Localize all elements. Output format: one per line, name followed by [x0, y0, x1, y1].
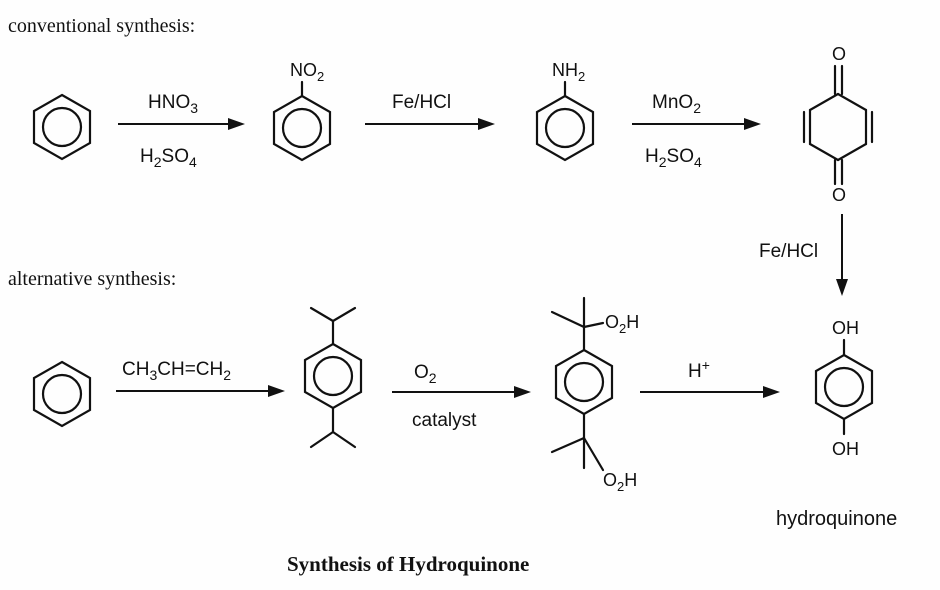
hydroperoxide-label-bottom: O2H [603, 470, 637, 494]
figure-title: Synthesis of Hydroquinone [287, 552, 529, 576]
arrow-alkylation [116, 385, 285, 397]
hydroquinone-caption: hydroquinone [776, 508, 897, 530]
reagent-catalyst: catalyst [412, 410, 477, 431]
arrow-acid-cleavage [640, 386, 780, 398]
dihydroperoxide-structure [550, 296, 614, 472]
benzene-structure [32, 93, 92, 161]
reagent-nitric-acid: HNO3 [148, 92, 198, 116]
diisopropylbenzene-structure [303, 306, 363, 449]
amine-group-label: NH2 [552, 60, 585, 84]
alternative-synthesis-label: alternative synthesis: [8, 268, 176, 290]
aniline-structure [535, 80, 595, 162]
reagent-iron-hcl-1: Fe/HCl [392, 92, 451, 113]
reagent-sulfuric-acid-1: H2SO4 [140, 146, 197, 170]
hydroxyl-label-top: OH [832, 318, 859, 338]
nitro-group-label: NO2 [290, 60, 324, 84]
benzene-structure-alt [32, 360, 92, 428]
arrow-oxidation [632, 118, 761, 130]
reagent-oxygen: O2 [414, 362, 437, 386]
reagent-proton: H+ [688, 357, 710, 382]
conventional-synthesis-label: conventional synthesis: [8, 15, 195, 37]
carbonyl-oxygen-top: O [832, 44, 846, 64]
reagent-iron-hcl-2: Fe/HCl [759, 241, 818, 262]
benzoquinone-structure [802, 64, 874, 186]
arrow-nitration [118, 118, 245, 130]
arrow-reduction-1 [365, 118, 495, 130]
hydroquinone-structure [814, 338, 874, 436]
arrow-oxygenation [392, 386, 531, 398]
reagent-manganese-dioxide: MnO2 [652, 92, 701, 116]
hydroxyl-label-bottom: OH [832, 439, 859, 459]
arrow-reduction-2 [836, 214, 848, 296]
reagent-propene: CH3CH=CH2 [122, 359, 231, 383]
reagent-sulfuric-acid-2: H2SO4 [645, 146, 702, 170]
nitrobenzene-structure [272, 80, 332, 162]
hydroperoxide-label-top: O2H [605, 312, 639, 336]
carbonyl-oxygen-bottom: O [832, 185, 846, 205]
